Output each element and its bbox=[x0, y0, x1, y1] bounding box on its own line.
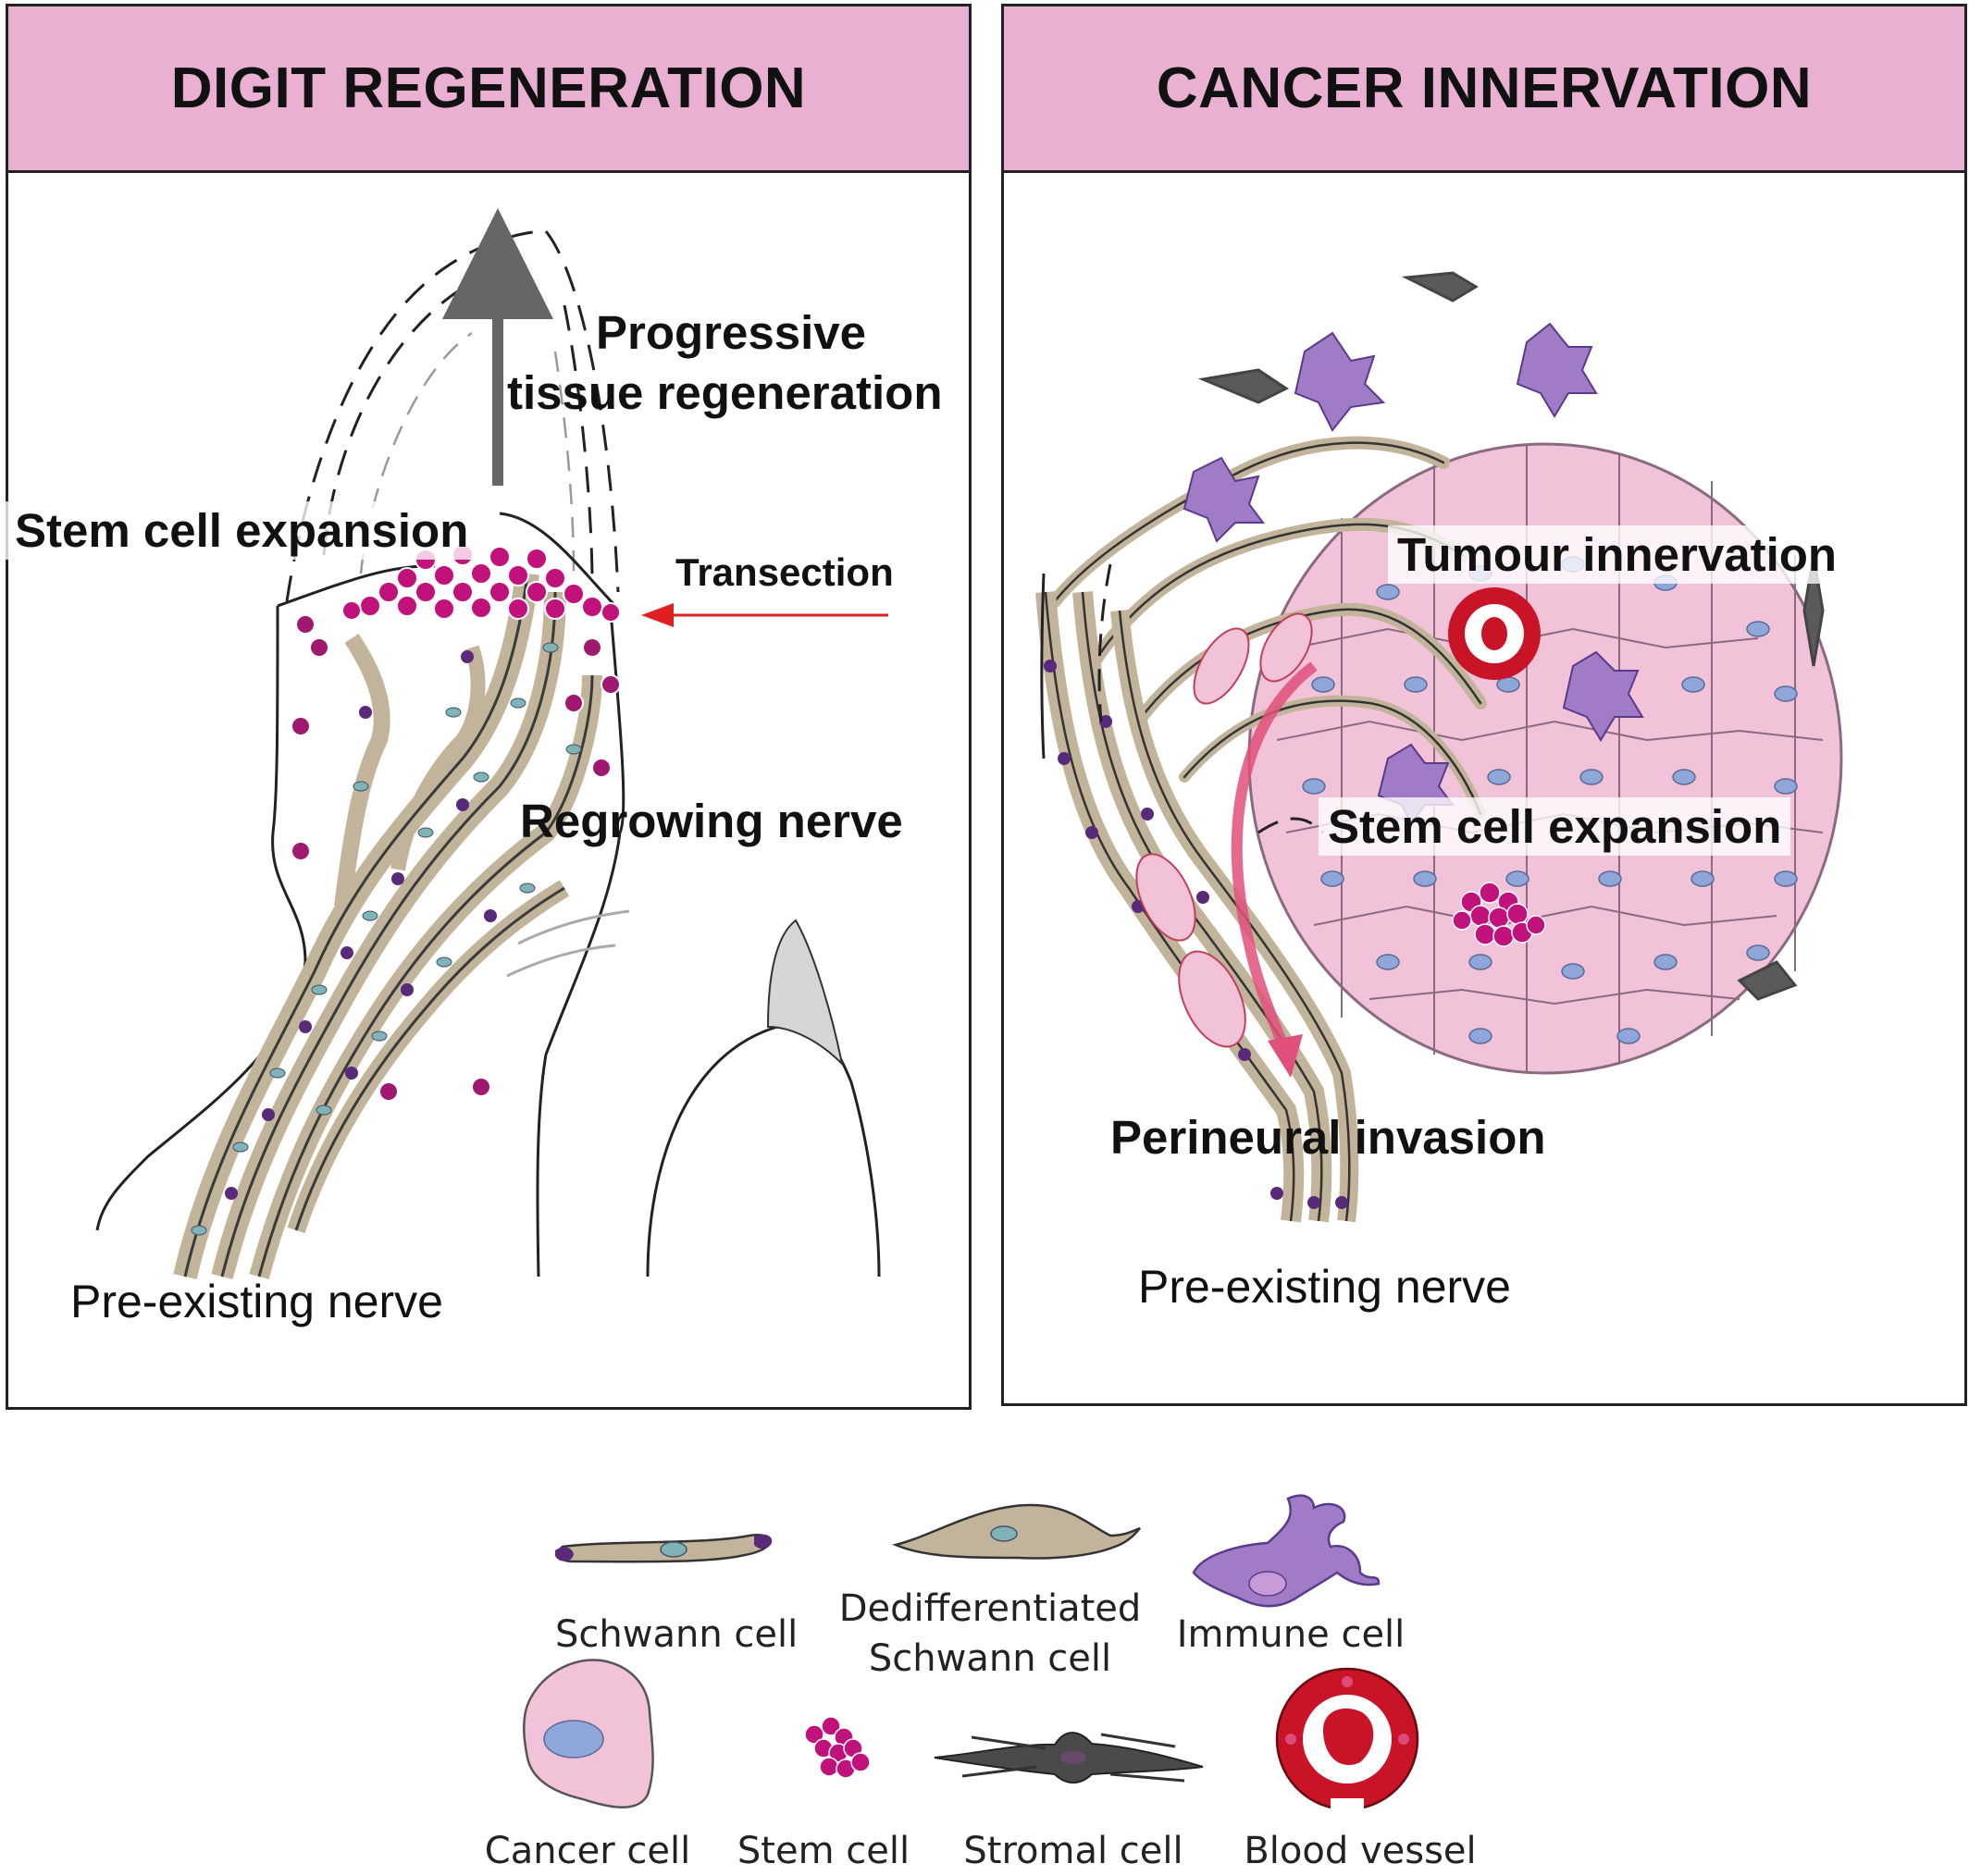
label-stem-cell-expansion-left: Stem cell expansion bbox=[6, 501, 478, 560]
label-stem-cell-expansion-right: Stem cell expansion bbox=[1319, 797, 1791, 856]
nerve-bundle bbox=[173, 572, 602, 1279]
legend-label-blood-vessel: Blood vessel bbox=[1244, 1830, 1477, 1872]
label-pre-existing-nerve-right: Pre-existing nerve bbox=[1138, 1261, 1511, 1313]
label-tumour-innervation: Tumour innervation bbox=[1388, 525, 1847, 584]
perineural-invasion-arrow bbox=[1268, 1034, 1303, 1078]
legend-dedifferentiated-schwann-cell-icon bbox=[892, 1503, 1141, 1560]
legend-schwann-cell-icon bbox=[555, 1534, 773, 1563]
label-regrowing-nerve: Regrowing nerve bbox=[520, 795, 903, 847]
legend-label-cancer-cell: Cancer cell bbox=[484, 1830, 691, 1872]
panel-title-cancer-innervation: CANCER INNERVATION bbox=[1004, 6, 1964, 173]
legend-label-dediff-line2: Schwann cell bbox=[868, 1637, 1112, 1680]
legend-stem-cell-icon bbox=[804, 1716, 871, 1779]
label-tissue-regeneration: tissue regeneration bbox=[507, 366, 943, 419]
legend-label-dediff-line1: Dedifferentiated bbox=[838, 1587, 1142, 1630]
label-transection: Transection bbox=[675, 550, 894, 594]
transection-arrow bbox=[641, 603, 674, 627]
tumour-stem-cell-cluster bbox=[1452, 882, 1546, 947]
stem-cell-cluster bbox=[341, 544, 621, 623]
label-progressive: Progressive bbox=[595, 306, 866, 359]
digit-stump bbox=[95, 605, 307, 1231]
tumour-blood-vessel bbox=[1448, 587, 1541, 680]
legend-blood-vessel-icon bbox=[1275, 1667, 1419, 1813]
legend-label-stromal-cell: Stromal cell bbox=[963, 1830, 1183, 1872]
legend-label-stem-cell: Stem cell bbox=[737, 1830, 910, 1872]
label-pre-existing-nerve-left: Pre-existing nerve bbox=[70, 1276, 443, 1327]
digit-illustration bbox=[95, 208, 888, 1279]
neighbouring-digit bbox=[646, 1023, 881, 1277]
stromal-cells bbox=[1197, 271, 1825, 1001]
label-perineural-invasion: Perineural invasion bbox=[1110, 1111, 1546, 1164]
legend-label-schwann-cell: Schwann cell bbox=[555, 1613, 799, 1656]
legend-stromal-cell-icon bbox=[934, 1732, 1204, 1783]
legend-immune-cell-icon bbox=[1192, 1494, 1381, 1608]
cancer-illustration bbox=[1035, 271, 1843, 1223]
legend-cancer-cell-icon bbox=[523, 1659, 654, 1808]
legend-label-immune-cell: Immune cell bbox=[1176, 1613, 1406, 1656]
panel-title-digit-regeneration: DIGIT REGENERATION bbox=[8, 6, 969, 173]
